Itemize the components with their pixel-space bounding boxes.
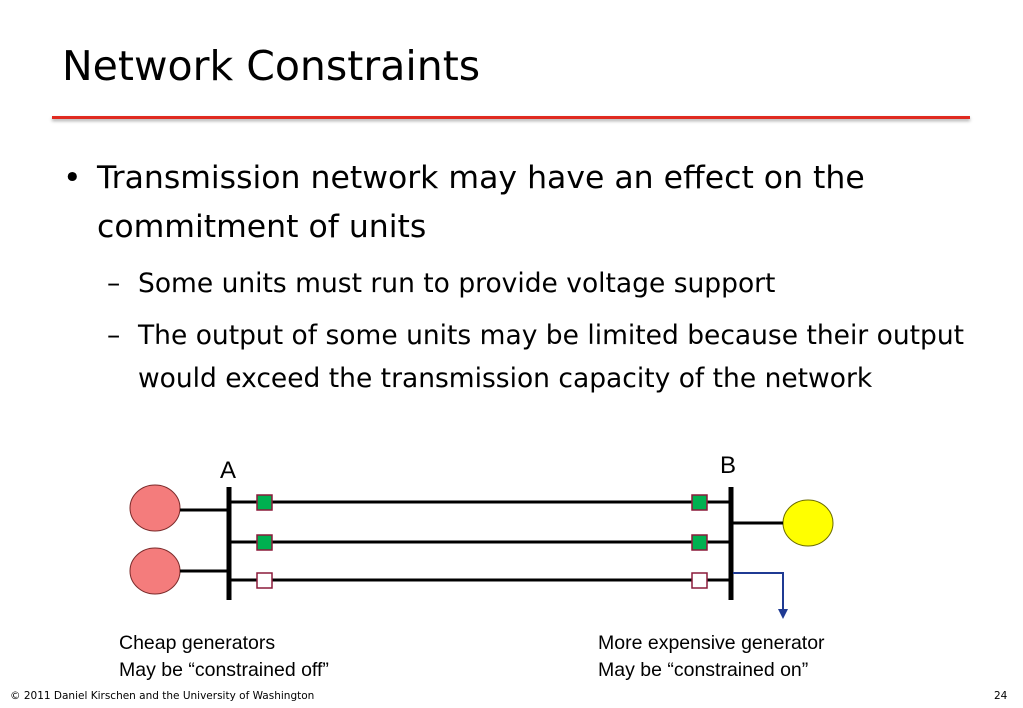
expensive-generator-caption: More expensive generator May be “constra… bbox=[598, 630, 825, 684]
breaker-closed bbox=[691, 534, 708, 551]
sub-bullet-marker: – bbox=[107, 320, 121, 351]
title-underline bbox=[52, 116, 970, 119]
footer-copyright: © 2011 Daniel Kirschen and the Universit… bbox=[10, 690, 315, 702]
breaker-closed bbox=[256, 494, 273, 511]
load-arrow bbox=[733, 572, 788, 619]
cheap-generators-caption: Cheap generators May be “constrained off… bbox=[119, 630, 329, 684]
caption-line: May be “constrained off” bbox=[119, 659, 329, 681]
breaker-closed bbox=[691, 494, 708, 511]
bus-b-label: B bbox=[720, 452, 736, 479]
cheap-generator-1 bbox=[129, 484, 181, 532]
sub-bullet-2: – The output of some units may be limite… bbox=[107, 314, 967, 400]
bus-a-label: A bbox=[220, 457, 236, 484]
bullet-main-text: Transmission network may have an effect … bbox=[97, 160, 865, 245]
sub-bullet-text: Some units must run to provide voltage s… bbox=[138, 268, 776, 299]
breaker-closed bbox=[256, 534, 273, 551]
page-number: 24 bbox=[994, 690, 1008, 702]
expensive-generator bbox=[782, 499, 834, 547]
caption-line: More expensive generator bbox=[598, 632, 825, 654]
sub-bullet-marker: – bbox=[107, 268, 121, 299]
bullet-marker: • bbox=[63, 160, 82, 196]
breaker-open bbox=[256, 572, 273, 589]
caption-line: May be “constrained on” bbox=[598, 659, 809, 681]
slide-title: Network Constraints bbox=[62, 42, 481, 90]
breaker-open bbox=[691, 572, 708, 589]
sub-bullet-1: – Some units must run to provide voltage… bbox=[107, 262, 967, 305]
bullet-main: • Transmission network may have an effec… bbox=[63, 154, 963, 252]
cheap-generator-2 bbox=[129, 547, 181, 595]
caption-line: Cheap generators bbox=[119, 632, 276, 654]
sub-bullet-text: The output of some units may be limited … bbox=[138, 320, 965, 394]
